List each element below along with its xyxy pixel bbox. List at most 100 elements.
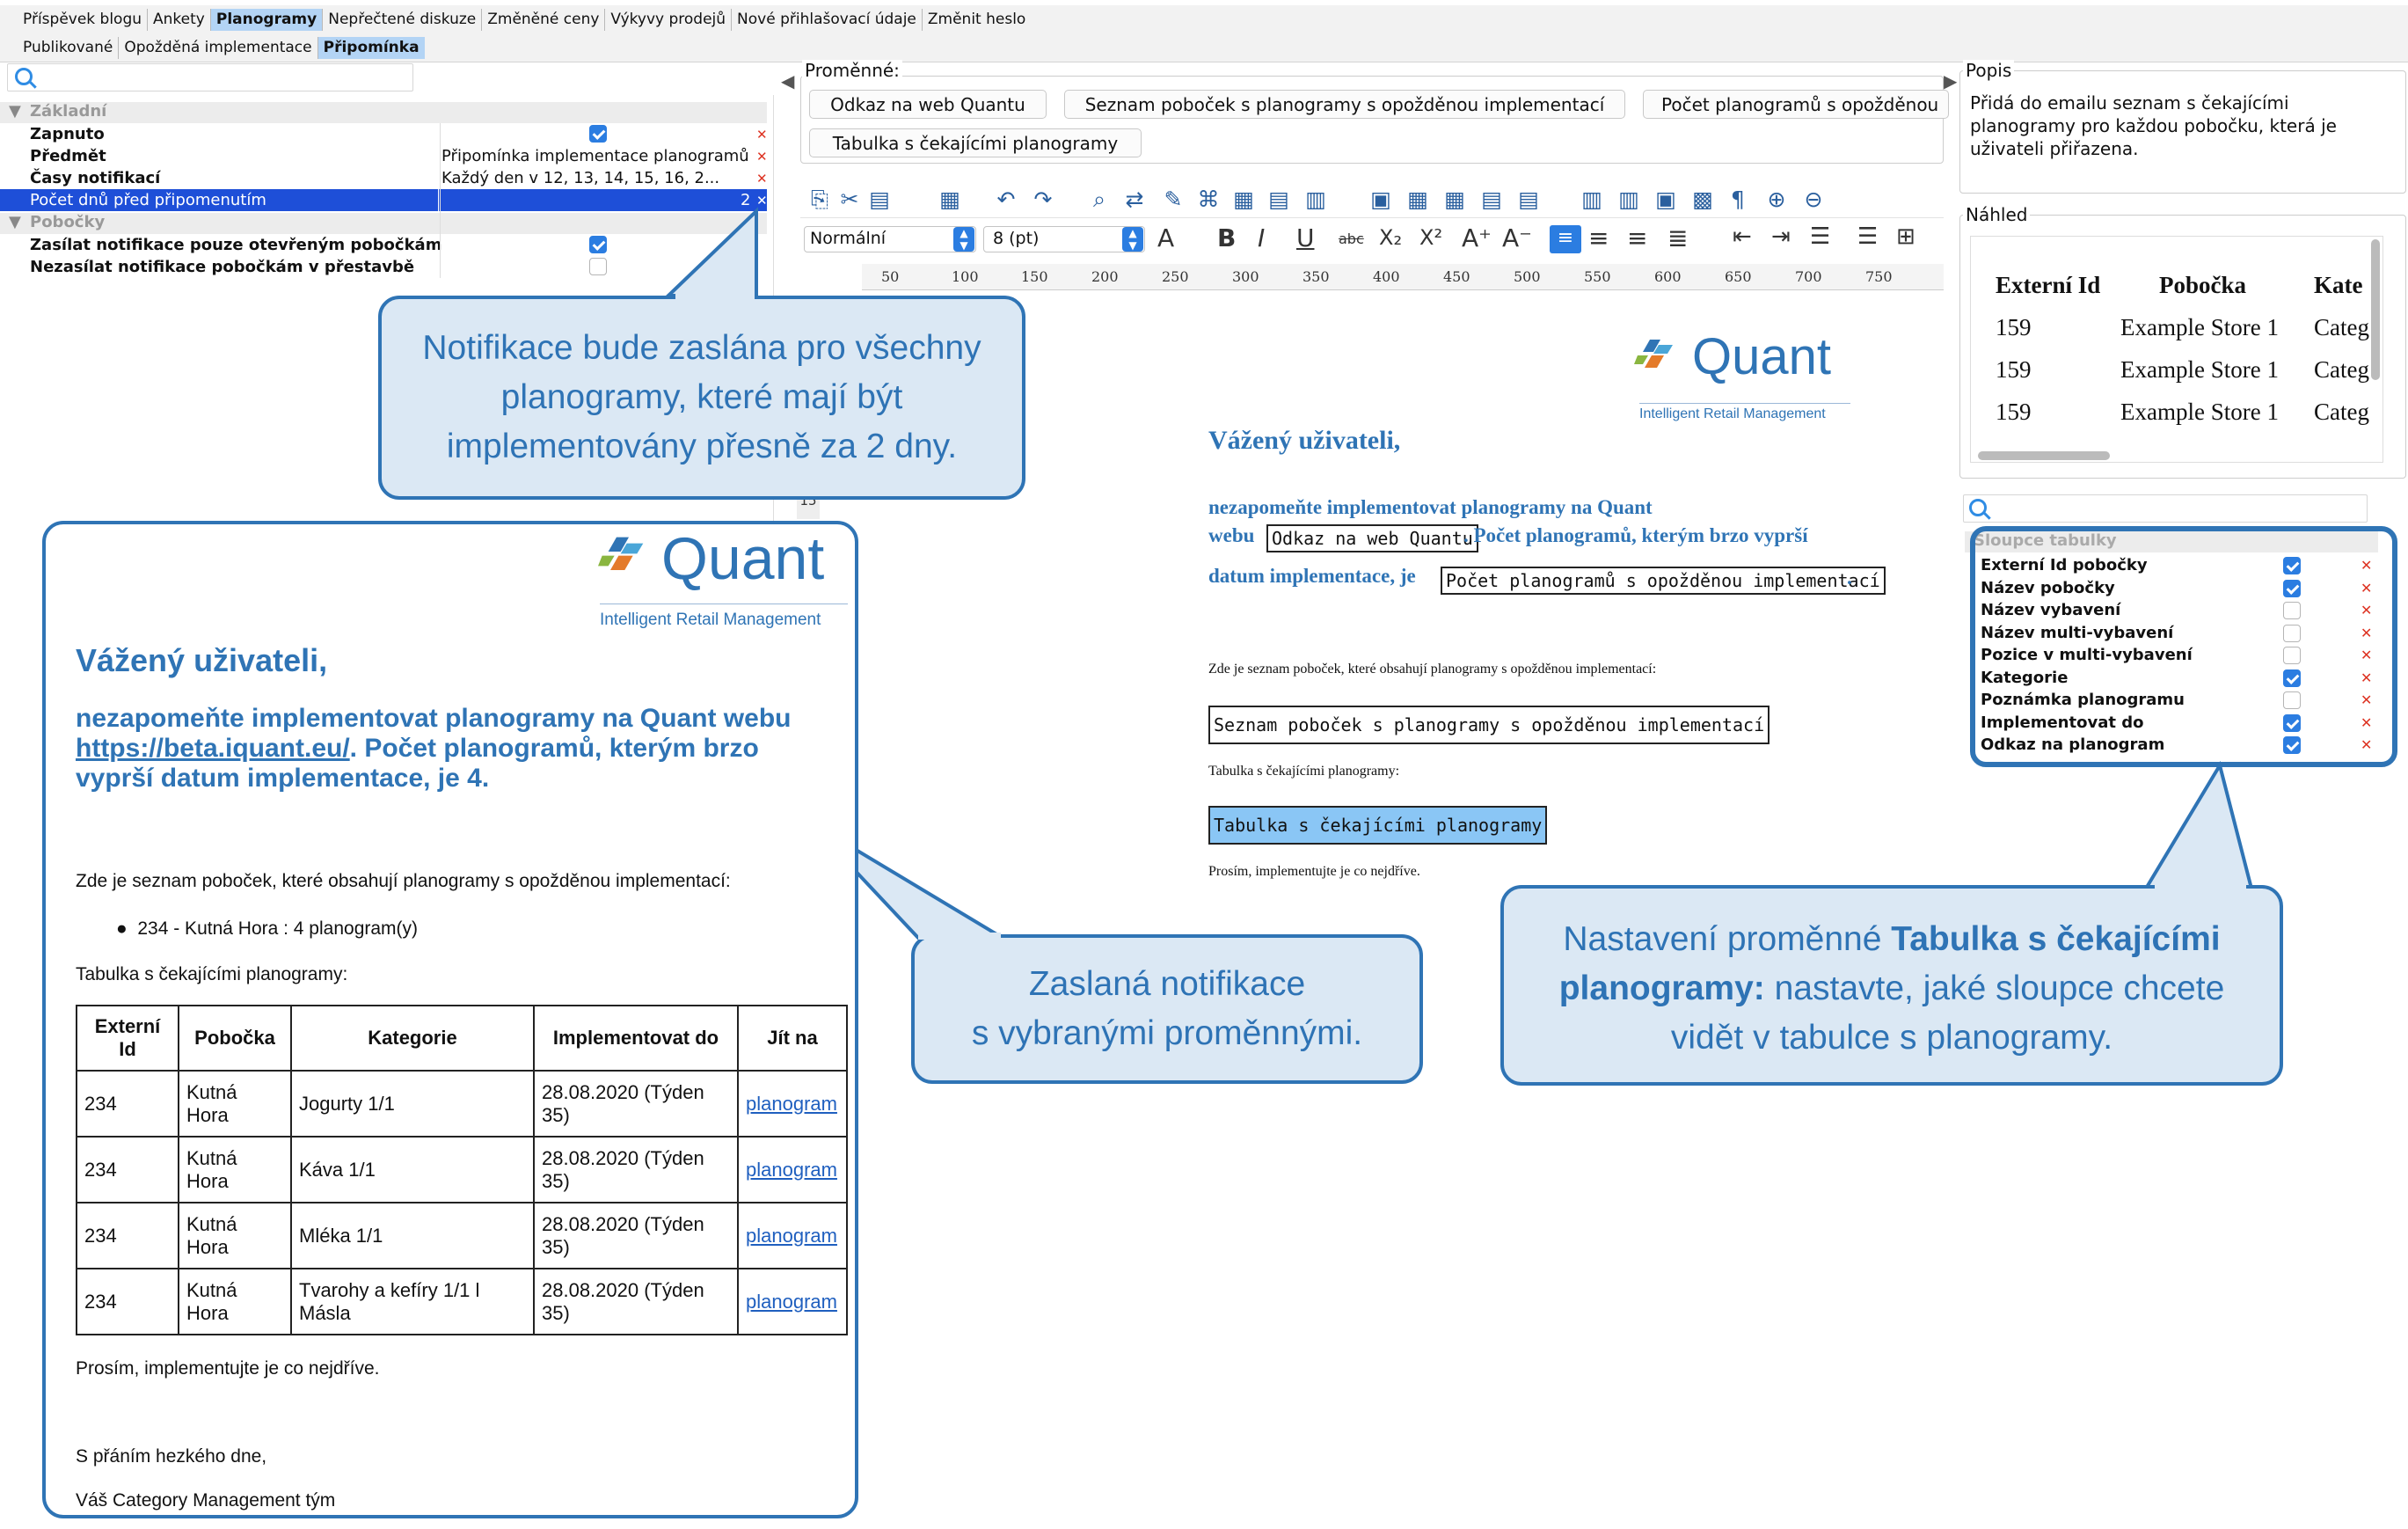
tab-delayed-implementation[interactable]: Opožděná implementace xyxy=(119,36,318,59)
column-row[interactable]: Název multi-vybavení✕ xyxy=(1981,623,2373,642)
column-checkbox[interactable] xyxy=(2283,602,2301,619)
row-below-icon[interactable]: ▤ xyxy=(1518,187,1539,212)
column-checkbox[interactable] xyxy=(2283,579,2301,597)
open-branches-checkbox[interactable] xyxy=(589,236,607,253)
column-row[interactable]: Kategorie✕ xyxy=(1981,668,2373,687)
collapse-left-icon[interactable]: ◀ xyxy=(781,70,795,91)
tab-reminder[interactable]: Připomínka xyxy=(317,36,425,59)
column-row[interactable]: Poznámka planogramu✕ xyxy=(1981,691,2373,709)
undo-icon[interactable]: ↶ xyxy=(996,187,1016,212)
vertical-scrollbar[interactable] xyxy=(2371,239,2380,380)
shrink-font-icon[interactable]: A⁻ xyxy=(1502,223,1532,252)
prop-row-rebuild-branches[interactable]: Nezasílat notifikace pobočkám v přestavb… xyxy=(0,256,767,278)
column-row[interactable]: Název vybavení✕ xyxy=(1981,601,2373,619)
remove-icon[interactable]: ✕ xyxy=(2361,557,2373,574)
clear-icon[interactable]: ✕ xyxy=(756,170,768,187)
planogram-link[interactable]: planogram xyxy=(746,1290,837,1313)
underline-icon[interactable]: U xyxy=(1296,223,1315,252)
tab-sales-fluctuations[interactable]: Výkyvy prodejů xyxy=(605,8,733,31)
align-left-icon[interactable]: ≡ xyxy=(1550,225,1581,253)
section-basic[interactable]: ▼Základní xyxy=(0,102,767,123)
format-paint-icon[interactable]: ⌘ xyxy=(1197,187,1220,212)
planogram-link[interactable]: planogram xyxy=(746,1158,837,1181)
column-row[interactable]: Pozice v multi-vybavení✕ xyxy=(1981,646,2373,664)
delete-table-icon[interactable]: ▣ xyxy=(1655,187,1676,212)
column-checkbox[interactable] xyxy=(2283,624,2301,642)
editor-var-pending-table[interactable]: Tabulka s čekajícími planogramy xyxy=(1208,806,1548,845)
row-above-icon[interactable]: ▤ xyxy=(1481,187,1502,212)
edit-icon[interactable]: ✎ xyxy=(1164,187,1183,212)
tab-changed-prices[interactable]: Změněné ceny xyxy=(482,8,606,31)
planogram-link[interactable]: planogram xyxy=(746,1092,837,1115)
indent-icon[interactable]: ⇥ xyxy=(1771,223,1791,250)
justify-icon[interactable]: ≣ xyxy=(1667,223,1689,252)
tab-published[interactable]: Publikované xyxy=(18,36,120,59)
var-button-web-link[interactable]: Odkaz na web Quantu xyxy=(809,90,1047,119)
prop-row-notification-times[interactable]: Časy notifikací Každý den v 12, 13, 14, … xyxy=(30,169,768,187)
paste-icon[interactable]: ▤ xyxy=(869,187,890,212)
remove-icon[interactable]: ✕ xyxy=(2361,736,2373,753)
remove-icon[interactable]: ✕ xyxy=(2361,624,2373,641)
section-branches[interactable]: ▼Pobočky xyxy=(0,213,767,234)
strikethrough-icon[interactable]: abc xyxy=(1339,230,1364,247)
tab-new-credentials[interactable]: Nové přihlašovací údaje xyxy=(732,8,923,31)
superscript-icon[interactable]: X² xyxy=(1419,225,1443,250)
font-size-select[interactable]: 8 (pt) xyxy=(983,226,1145,252)
pilcrow-icon[interactable]: ¶ xyxy=(1731,187,1745,212)
column-checkbox[interactable] xyxy=(2283,691,2301,709)
column-checkbox[interactable] xyxy=(2283,713,2301,732)
bold-icon[interactable]: B xyxy=(1217,223,1237,252)
subscript-icon[interactable]: X₂ xyxy=(1379,225,1403,250)
tab-unread-discussions[interactable]: Nepřečtené diskuze xyxy=(323,8,483,31)
horizontal-scrollbar[interactable] xyxy=(1978,451,2110,460)
var-button-delayed-count[interactable]: Počet planogramů s opožděnou xyxy=(1643,90,1949,119)
italic-icon[interactable]: I xyxy=(1258,223,1266,252)
cell-icon[interactable]: ▦ xyxy=(1407,187,1428,212)
cut-icon[interactable]: ✂ xyxy=(840,187,859,212)
redo-icon[interactable]: ↷ xyxy=(1033,187,1053,212)
style-select[interactable]: Normální xyxy=(804,226,976,252)
copy-icon[interactable]: ⎘ xyxy=(810,187,828,212)
bullet-list-icon[interactable]: ☰ xyxy=(1857,223,1879,250)
remove-icon[interactable]: ✕ xyxy=(2361,713,2373,731)
column-row[interactable]: Název pobočky✕ xyxy=(1981,578,2373,597)
enabled-checkbox[interactable] xyxy=(589,125,607,143)
tab-polls[interactable]: Ankety xyxy=(148,8,211,31)
rebuild-branches-checkbox[interactable] xyxy=(589,258,607,275)
tab-change-password[interactable]: Změnit heslo xyxy=(927,10,1026,28)
remove-icon[interactable]: ✕ xyxy=(2361,579,2373,596)
clear-icon[interactable]: ✕ xyxy=(756,192,768,208)
editor-var-branch-list[interactable]: Seznam poboček s planogramy s opožděnou … xyxy=(1208,706,1770,744)
column-checkbox[interactable] xyxy=(2283,669,2301,687)
cell-split-icon[interactable]: ▦ xyxy=(1444,187,1465,212)
tab-planograms[interactable]: Planogramy xyxy=(210,8,324,31)
replace-icon[interactable]: ⇄ xyxy=(1125,187,1144,212)
delete-cell-icon[interactable]: ▩ xyxy=(1692,187,1713,212)
subject-value[interactable]: Připomínka implementace planogramů xyxy=(441,147,749,165)
remove-icon[interactable]: ✕ xyxy=(2361,669,2373,686)
table-icon[interactable]: ▦ xyxy=(939,187,960,212)
remove-icon[interactable]: ✕ xyxy=(2361,647,2373,663)
clear-icon[interactable]: ✕ xyxy=(756,148,768,165)
numbered-list-icon[interactable]: ☰ xyxy=(1810,223,1831,250)
column-row[interactable]: Odkaz na planogram✕ xyxy=(1981,735,2373,754)
chevron-updown-icon[interactable]: ▲▼ xyxy=(953,227,974,252)
align-center-icon[interactable]: ≡ xyxy=(1588,223,1609,252)
outdent-icon[interactable]: ⇤ xyxy=(1733,223,1752,250)
col-left-icon[interactable]: ▥ xyxy=(1581,187,1602,212)
collapse-right-icon[interactable]: ▶ xyxy=(1944,70,1958,91)
column-search-input[interactable] xyxy=(1963,494,2368,523)
col-right-icon[interactable]: ▥ xyxy=(1618,187,1639,212)
column-checkbox[interactable] xyxy=(2283,557,2301,574)
property-search-input[interactable] xyxy=(7,63,413,91)
clear-icon[interactable]: ✕ xyxy=(756,126,768,143)
tab-blog-post[interactable]: Příspěvek blogu xyxy=(18,8,149,31)
chevron-updown-icon[interactable]: ▲▼ xyxy=(1122,227,1143,252)
prop-row-days-before[interactable]: Počet dnů před připomenutím 2 ✕ xyxy=(0,189,768,211)
table-col-icon[interactable]: ▥ xyxy=(1305,187,1326,212)
column-checkbox[interactable] xyxy=(2283,736,2301,754)
email-web-link[interactable]: https://beta.iquant.eu/ xyxy=(76,734,350,763)
table-insert-icon[interactable]: ▦ xyxy=(1233,187,1254,212)
editor-var-delayed-count[interactable]: Počet planogramů s opožděnou implementac… xyxy=(1441,567,1886,595)
remove-icon[interactable]: ✕ xyxy=(2361,691,2373,708)
